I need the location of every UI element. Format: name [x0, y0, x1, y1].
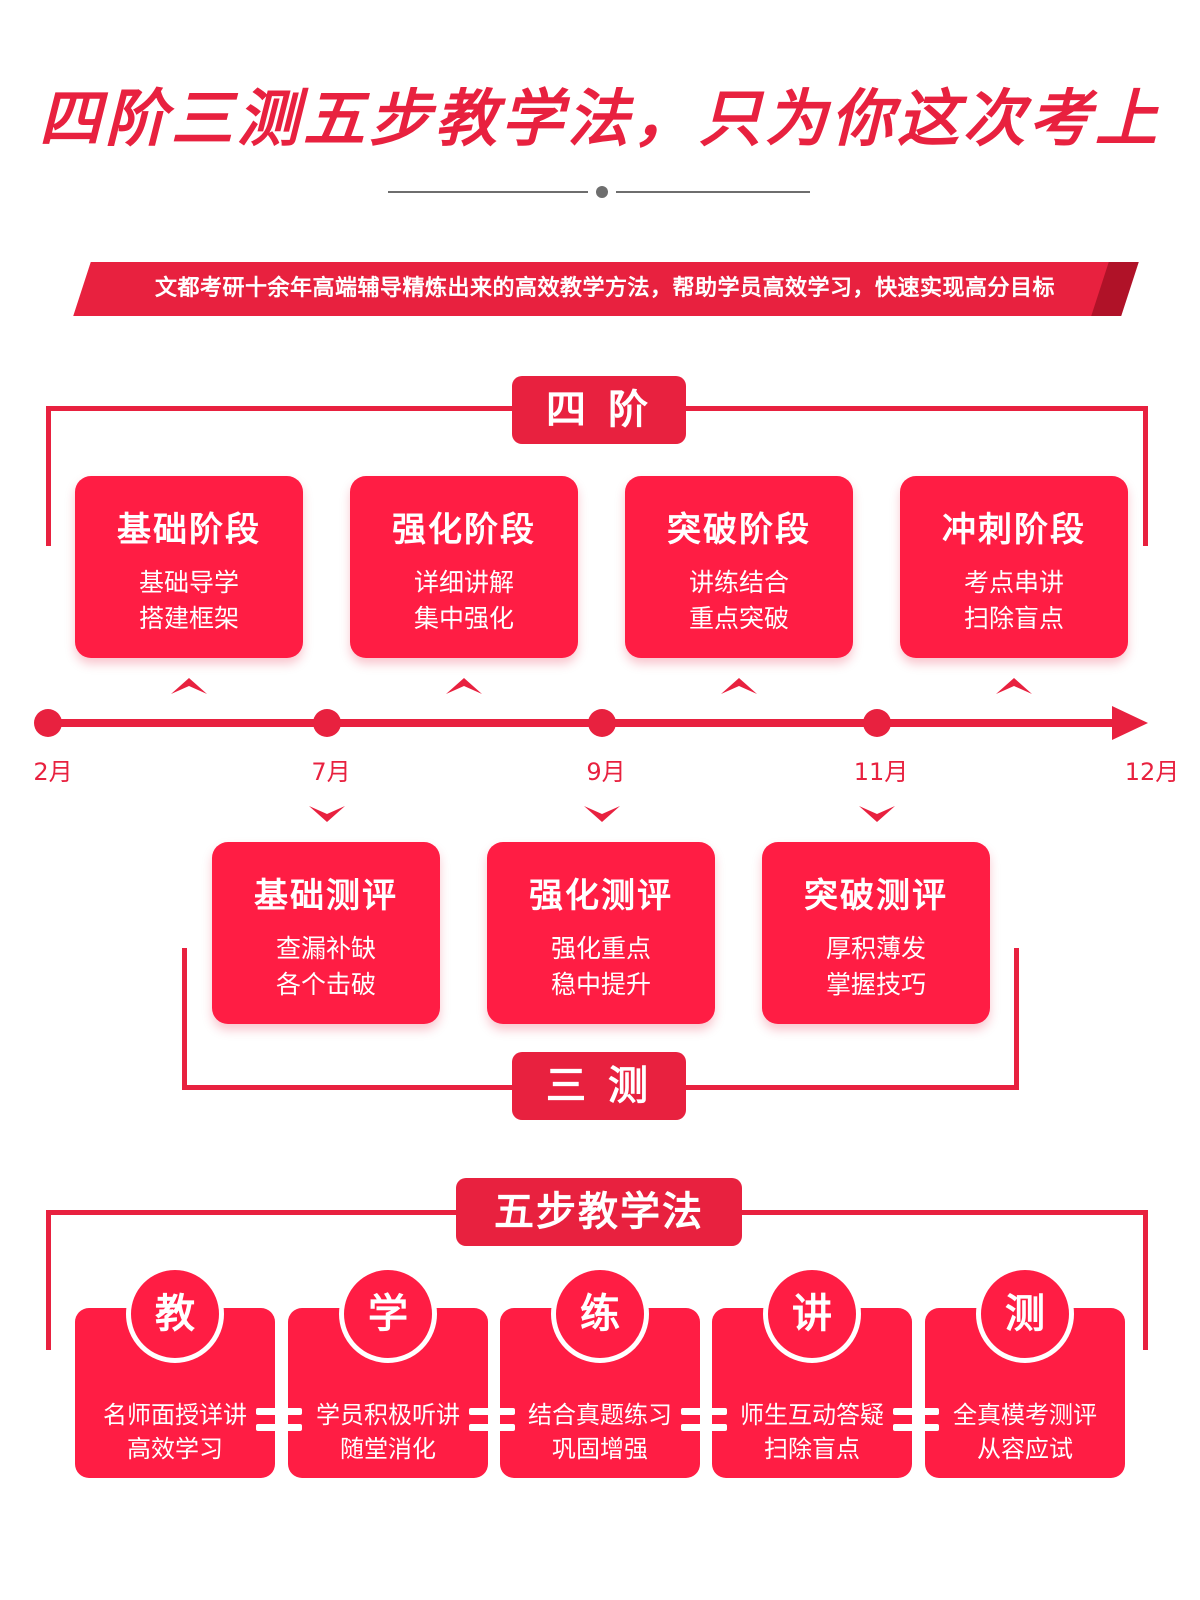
four-stages-header: 四 阶: [512, 376, 686, 444]
chevron-down-icon: [309, 806, 345, 822]
timeline-label: 9月: [586, 758, 626, 786]
chevron-up-icon: [721, 678, 757, 694]
timeline-dot: [588, 709, 616, 737]
stage-card-line: 重点突破: [688, 604, 789, 633]
stage-card-title: 强化阶段: [392, 510, 536, 550]
step-line: 扫除盲点: [764, 1435, 860, 1463]
chevron-up-icon: [171, 678, 207, 694]
chevron-up-icon: [446, 678, 482, 694]
test-card-line: 各个击破: [275, 970, 376, 999]
stage-card-title: 突破阶段: [667, 510, 811, 550]
timeline-label: 2月: [33, 758, 73, 786]
test-card-strengthen: 强化测评 强化重点 稳中提升: [487, 842, 715, 1024]
timeline-label: 7月: [311, 758, 351, 786]
test-card-foundation: 基础测评 查漏补缺 各个击破: [212, 842, 440, 1024]
five-steps-header: 五步教学法: [456, 1178, 742, 1246]
stage-card-line: 搭建框架: [138, 604, 239, 633]
equals-connector-icon: [256, 1408, 302, 1438]
divider-dot: [596, 186, 608, 198]
test-card-title: 基础测评: [254, 876, 398, 916]
chevron-down-icon: [859, 806, 895, 822]
timeline-dot: [313, 709, 341, 737]
timeline-arrow-icon: [1112, 706, 1148, 740]
step-line: 全真模考测评: [953, 1401, 1097, 1429]
stage-card-title: 基础阶段: [117, 510, 261, 550]
stage-card-line: 讲练结合: [688, 568, 789, 597]
divider-right: [616, 191, 810, 193]
stage-card-foundation: 基础阶段 基础导学 搭建框架: [75, 476, 303, 658]
stage-card-line: 详细讲解: [413, 568, 514, 597]
page-title: 四阶三测五步教学法，只为你这次考上: [38, 82, 1161, 155]
test-card-title: 强化测评: [529, 876, 673, 916]
step-line: 结合真题练习: [528, 1401, 672, 1429]
stage-card-sprint: 冲刺阶段 考点串讲 扫除盲点: [900, 476, 1128, 658]
test-card-line: 强化重点: [550, 934, 651, 963]
four-stages-bracket-right: [1143, 406, 1148, 546]
banner-text: 文都考研十余年高端辅导精炼出来的高效教学方法，帮助学员高效学习，快速实现高分目标: [154, 276, 1055, 301]
four-stages-bracket-left: [46, 406, 51, 546]
equals-connector-icon: [469, 1408, 515, 1438]
step-line: 从容应试: [977, 1435, 1073, 1463]
step-badge: 学: [339, 1265, 437, 1363]
three-tests-header: 三 测: [512, 1052, 686, 1120]
test-card-breakthrough: 突破测评 厚积薄发 掌握技巧: [762, 842, 990, 1024]
stage-card-title: 冲刺阶段: [942, 510, 1086, 550]
step-badge: 讲: [763, 1265, 861, 1363]
stage-card-line: 集中强化: [413, 604, 514, 633]
chevron-up-icon: [996, 678, 1032, 694]
stage-card-line: 考点串讲: [963, 568, 1064, 597]
five-steps-bracket-right: [1143, 1210, 1148, 1350]
five-steps-bracket-left: [46, 1210, 51, 1350]
chevron-down-icon: [584, 806, 620, 822]
test-card-line: 掌握技巧: [825, 970, 926, 999]
timeline-label: 11月: [853, 758, 909, 786]
step-line: 巩固增强: [552, 1435, 648, 1463]
step-line: 名师面授详讲: [103, 1401, 247, 1429]
stage-card-strengthen: 强化阶段 详细讲解 集中强化: [350, 476, 578, 658]
equals-connector-icon: [681, 1408, 727, 1438]
stage-card-breakthrough: 突破阶段 讲练结合 重点突破: [625, 476, 853, 658]
step-line: 学员积极听讲: [316, 1401, 460, 1429]
timeline-dot: [34, 709, 62, 737]
three-tests-bracket-right: [1014, 948, 1019, 1090]
step-badge: 教: [126, 1265, 224, 1363]
step-badge: 练: [551, 1265, 649, 1363]
stage-card-line: 扫除盲点: [963, 604, 1064, 633]
timeline-bar: [48, 719, 1118, 727]
timeline-dot: [863, 709, 891, 737]
step-line: 高效学习: [127, 1435, 223, 1463]
divider-left: [388, 191, 588, 193]
test-card-line: 查漏补缺: [275, 934, 376, 963]
equals-connector-icon: [893, 1408, 939, 1438]
stage-card-line: 基础导学: [138, 568, 239, 597]
three-tests-bracket-left: [182, 948, 187, 1090]
step-badge: 测: [976, 1265, 1074, 1363]
step-line: 师生互动答疑: [740, 1401, 884, 1429]
test-card-line: 稳中提升: [550, 970, 651, 999]
step-line: 随堂消化: [340, 1435, 436, 1463]
timeline-label: 12月: [1124, 758, 1180, 786]
test-card-title: 突破测评: [804, 876, 948, 916]
test-card-line: 厚积薄发: [825, 934, 926, 963]
